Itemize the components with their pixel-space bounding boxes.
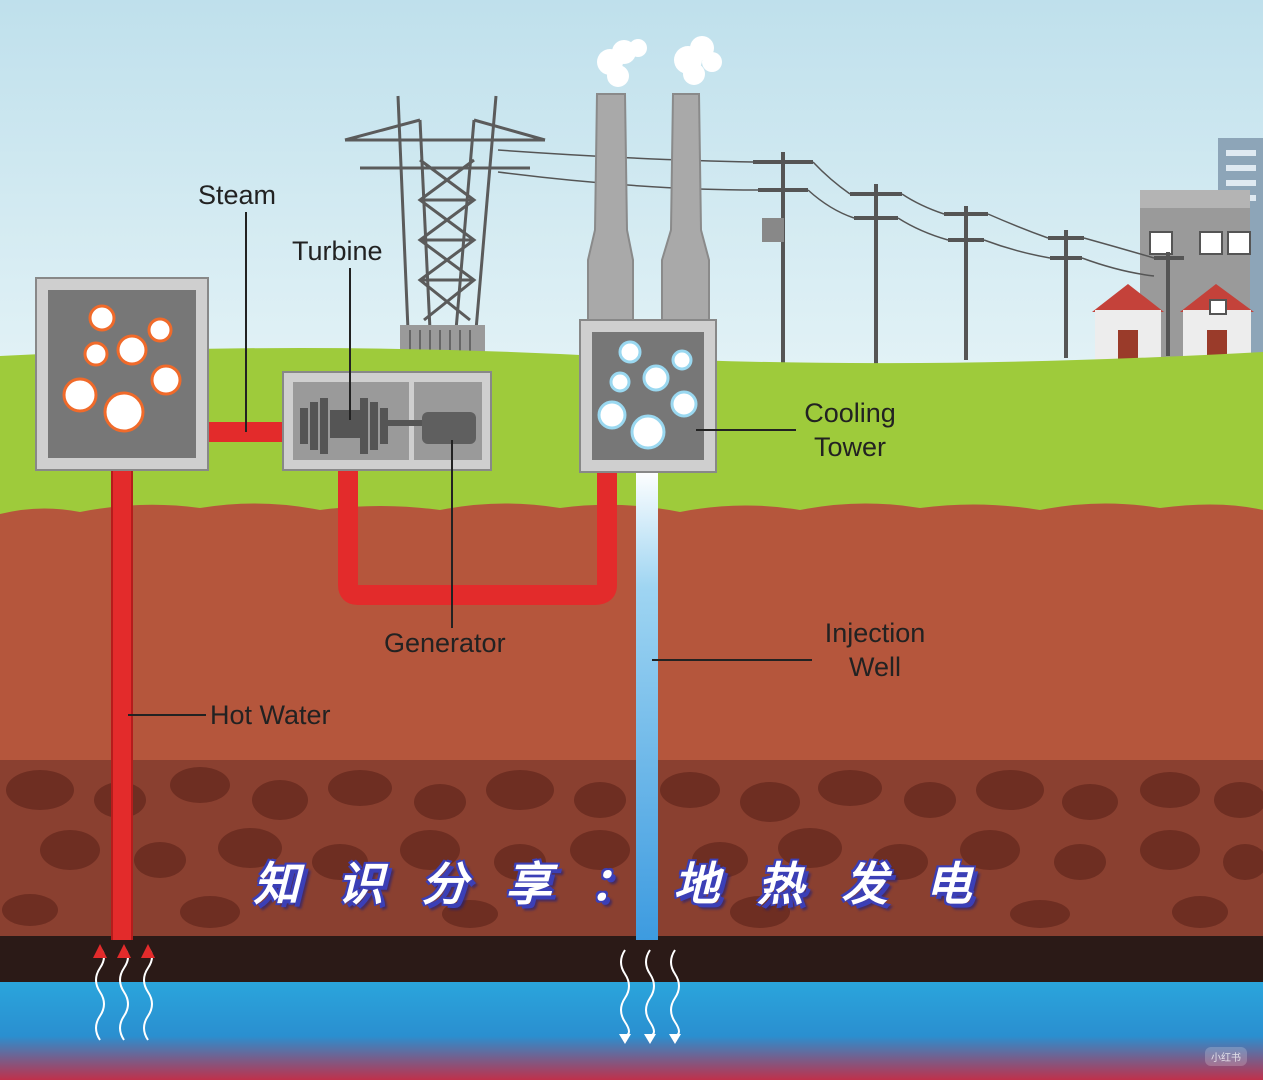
generator-unit: [422, 412, 476, 444]
label-cooling-tower: Cooling Tower: [790, 396, 910, 464]
label-steam: Steam: [198, 180, 277, 210]
overlay-title: 知识分享：地热发电: [253, 857, 1010, 911]
reservoir-water: [0, 982, 1263, 1080]
label-injection-well-line1: Injection: [824, 618, 926, 648]
utility-poles: [753, 152, 1184, 366]
label-injection-well-line2: Well: [848, 652, 901, 682]
transmission-tower: [344, 95, 546, 331]
houses: [1092, 284, 1254, 360]
heat-arrows: [95, 947, 153, 1041]
heat-arrow-heads: [93, 944, 155, 958]
label-cooling-tower-line1: Cooling: [804, 398, 896, 428]
cooling-tower-building: [579, 319, 717, 473]
turbine-generator-housing: [282, 371, 492, 471]
bedrock: [0, 936, 1263, 986]
production-well-building: [35, 277, 209, 471]
watermark: 小红书: [1205, 1047, 1247, 1066]
chimneys: [587, 93, 710, 321]
injection-pipe: [636, 470, 658, 940]
soil-layer: [0, 503, 1263, 780]
cold-arrow-heads: [619, 1034, 681, 1044]
power-lines: [497, 149, 1155, 277]
label-cooling-tower-line2: Tower: [813, 432, 887, 462]
leader-lines: [128, 212, 812, 716]
label-turbine: Turbine: [292, 236, 383, 266]
hot-water-pipes: [112, 422, 617, 940]
label-hot-water: Hot Water: [210, 700, 331, 730]
cold-arrows: [620, 949, 680, 1037]
chimney-steam: [597, 36, 722, 87]
label-injection-well: Injection Well: [810, 616, 940, 684]
pole-transformer: [762, 218, 784, 242]
rocks: [2, 767, 1263, 928]
label-generator: Generator: [384, 628, 506, 658]
